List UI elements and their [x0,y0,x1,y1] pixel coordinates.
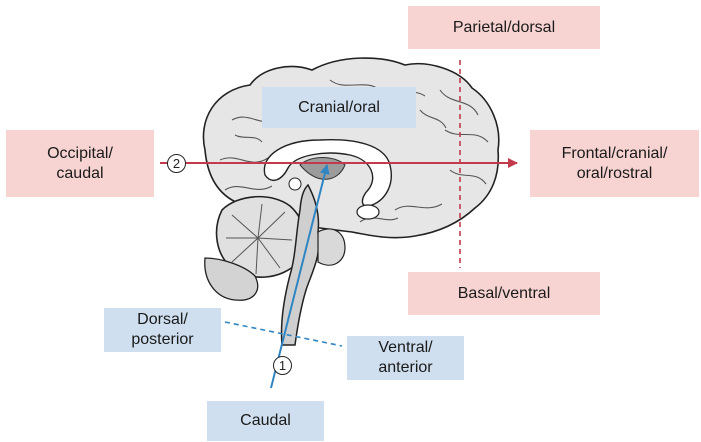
label-ventral-anterior: Ventral/ anterior [347,336,464,380]
label-frontal-cranial-oral-rostral: Frontal/cranial/ oral/rostral [530,130,699,197]
label-basal-ventral: Basal/ventral [408,272,600,315]
label-cranial-oral: Cranial/oral [262,87,416,128]
axis-1-marker: 1 [273,356,292,375]
label-parietal-dorsal: Parietal/dorsal [408,6,600,49]
label-occipital-caudal: Occipital/ caudal [6,130,154,197]
label-dorsal-posterior: Dorsal/ posterior [104,308,221,352]
axis-2-marker: 2 [167,154,186,173]
label-caudal: Caudal [207,401,324,441]
